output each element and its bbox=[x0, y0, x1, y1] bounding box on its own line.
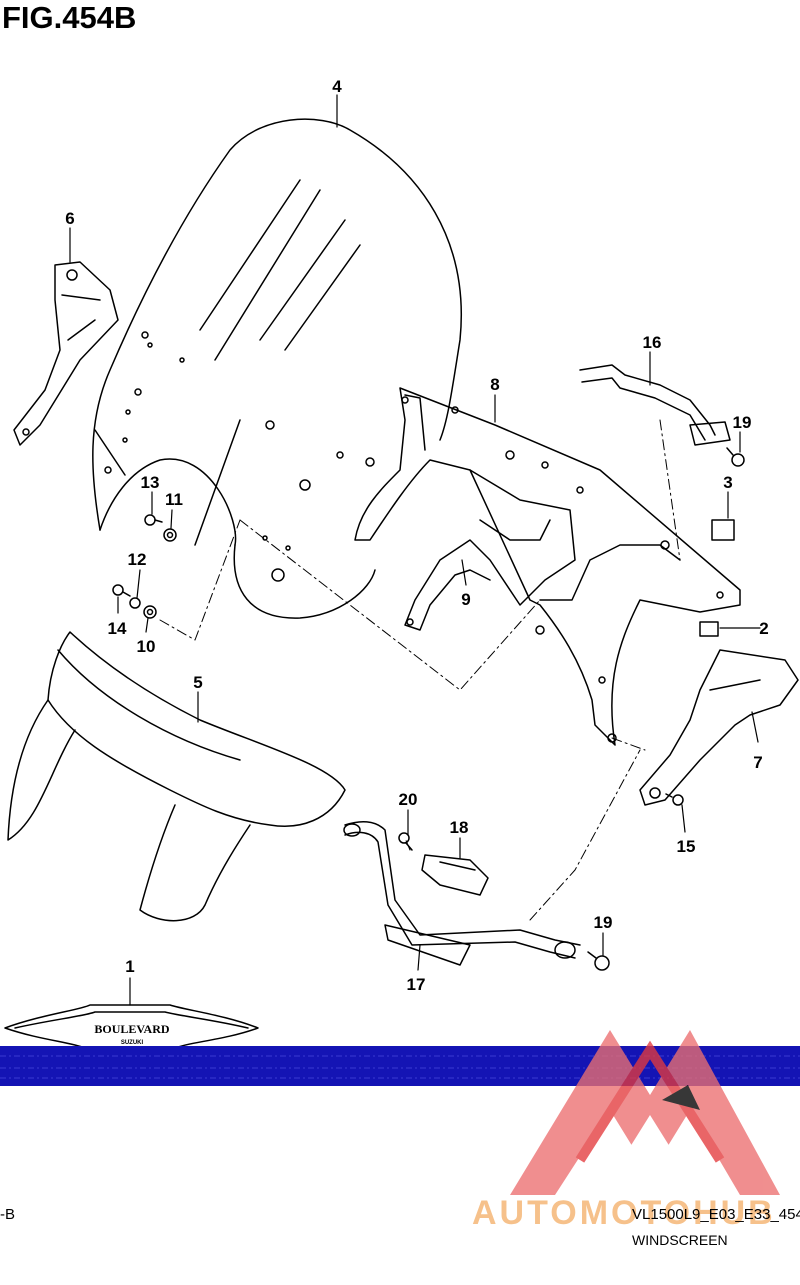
callout-14: 14 bbox=[108, 619, 127, 638]
fastener-10 bbox=[143, 605, 157, 619]
callout-17: 17 bbox=[407, 975, 426, 994]
callout-15: 15 bbox=[677, 837, 696, 856]
callout-16: 16 bbox=[643, 333, 662, 352]
footer-section-name: WINDSCREEN bbox=[632, 1232, 728, 1248]
callout-5: 5 bbox=[193, 673, 202, 692]
fastener-19-lower bbox=[587, 951, 610, 971]
fastener-12 bbox=[129, 597, 141, 609]
fastener-13 bbox=[144, 514, 163, 526]
callout-3: 3 bbox=[723, 473, 732, 492]
leader-lines bbox=[69, 94, 761, 1006]
callout-18: 18 bbox=[450, 818, 469, 837]
fastener-19-upper bbox=[726, 447, 745, 467]
emblem-sub-text: SUZUKI bbox=[121, 1040, 144, 1046]
callout-20: 20 bbox=[399, 790, 418, 809]
callout-labels: 4 6 8 16 19 3 13 11 12 9 2 14 10 5 7 20 … bbox=[65, 77, 768, 994]
emblem-brand-text: BOULEVARD bbox=[94, 1022, 169, 1036]
watermark-logo bbox=[510, 1030, 780, 1195]
callout-11: 11 bbox=[165, 490, 183, 509]
right-stay-part bbox=[639, 649, 799, 806]
footer-diagram-code: VL1500L9_E03_E33_454 bbox=[632, 1206, 800, 1223]
callout-1: 1 bbox=[125, 957, 134, 976]
fastener-14 bbox=[112, 584, 131, 597]
callout-12: 12 bbox=[128, 550, 147, 569]
callout-2: 2 bbox=[759, 619, 768, 638]
mounting-bracket-part bbox=[354, 387, 741, 746]
boulevard-emblem bbox=[4, 1004, 259, 1049]
callout-9: 9 bbox=[461, 590, 470, 609]
callout-10: 10 bbox=[137, 637, 156, 656]
watermark-text: AUTOMOTOHUB bbox=[472, 1194, 776, 1232]
spacer-part bbox=[699, 621, 719, 637]
callout-6: 6 bbox=[65, 209, 74, 228]
callout-19-upper: 19 bbox=[733, 413, 752, 432]
callout-7: 7 bbox=[753, 753, 762, 772]
callout-19-lower: 19 bbox=[594, 913, 613, 932]
fastener-15 bbox=[665, 793, 684, 806]
alignment-lines bbox=[159, 419, 681, 921]
fastener-11 bbox=[163, 528, 177, 542]
footer-left-code: -B bbox=[0, 1206, 15, 1223]
callout-13: 13 bbox=[141, 473, 160, 492]
callout-8: 8 bbox=[490, 375, 499, 394]
callout-4: 4 bbox=[332, 77, 342, 96]
reinforcement-plate-part bbox=[404, 469, 576, 631]
upper-rod-part bbox=[579, 364, 731, 446]
fastener-20 bbox=[398, 832, 413, 851]
windscreen-part bbox=[92, 118, 462, 619]
left-stay-part bbox=[13, 261, 119, 446]
clamp-part bbox=[421, 854, 489, 896]
cushion-part bbox=[711, 519, 735, 541]
figure-title: FIG.454B bbox=[2, 0, 137, 35]
lower-rod-part bbox=[343, 820, 581, 966]
lower-cowl-part bbox=[7, 631, 346, 922]
